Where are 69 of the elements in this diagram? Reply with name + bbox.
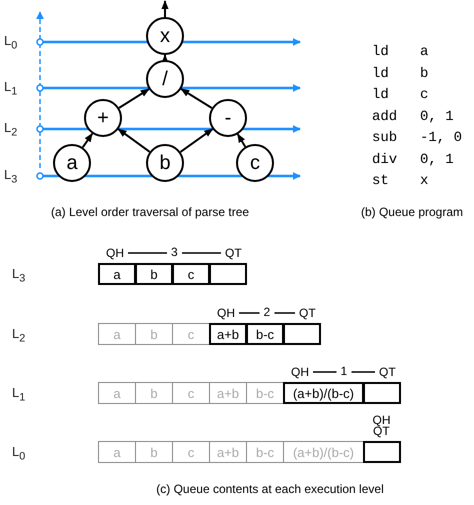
queue-cell: b xyxy=(135,263,173,285)
queue-tail-label: QT xyxy=(379,365,396,379)
arrow xyxy=(180,88,212,109)
program-opcode: st xyxy=(372,173,389,189)
arrow xyxy=(236,134,246,148)
tree-node: x xyxy=(146,17,184,55)
program-operand: b xyxy=(420,66,428,82)
level-label: L$_{2}$ xyxy=(12,326,26,345)
queue-tail-label: QT xyxy=(225,246,242,260)
queue-cell: a xyxy=(98,323,136,345)
queue-cell: b-c xyxy=(246,323,284,345)
arrow xyxy=(161,0,169,17)
queue-cell: a xyxy=(98,382,136,404)
queue-cell: c xyxy=(172,323,210,345)
queue-cell: a+b xyxy=(209,323,247,345)
level-label: L$_{0}$ xyxy=(4,33,18,52)
queue-head-label: QH xyxy=(372,413,390,427)
program-opcode: ld xyxy=(372,44,389,60)
program-opcode: ld xyxy=(372,66,389,82)
caption: (b) Queue program xyxy=(360,205,464,219)
level-label: L$_{2}$ xyxy=(4,120,18,139)
program-operand: x xyxy=(420,173,428,189)
tree-node: + xyxy=(84,99,122,137)
arrow xyxy=(118,128,150,153)
queue-cell: b-c xyxy=(246,441,284,463)
level-number: 1 xyxy=(340,364,348,378)
queue-cell: (a+b)/(b-c) xyxy=(283,441,364,463)
program-operand: c xyxy=(420,87,428,103)
queue-cell: a xyxy=(98,441,136,463)
program-opcode: sub xyxy=(372,130,398,146)
level-number: 3 xyxy=(171,245,178,259)
queue-cell: a xyxy=(98,263,136,285)
program-operand: -1, 0 xyxy=(420,130,462,146)
tree-node: a xyxy=(53,144,91,182)
queue-cell: a+b xyxy=(209,382,247,404)
queue-cell: c xyxy=(172,441,210,463)
queue-head-label: QH xyxy=(217,306,235,320)
arrow xyxy=(180,128,214,153)
caption: (a) Level order traversal of parse tree xyxy=(50,205,250,219)
tree-node: / xyxy=(146,60,184,98)
level-label: L$_{3}$ xyxy=(4,167,18,186)
program-operand: 0, 1 xyxy=(420,108,454,124)
level-label: L$_{3}$ xyxy=(12,266,26,285)
queue-head-label: QH xyxy=(106,246,124,260)
queue-cell: a+b xyxy=(209,441,247,463)
program-operand: 0, 1 xyxy=(420,152,454,168)
queue-cell: b xyxy=(135,382,173,404)
tree-node: c xyxy=(236,144,274,182)
queue-cell: b xyxy=(135,441,173,463)
queue-cell: c xyxy=(172,382,210,404)
program-opcode: div xyxy=(372,152,398,168)
level-label: L$_{1}$ xyxy=(4,79,18,98)
arrow xyxy=(82,132,94,148)
queue-cell: b-c xyxy=(246,382,284,404)
queue-tail-label: QT xyxy=(299,306,316,320)
queue-head-label: QH xyxy=(291,365,309,379)
tree-node: - xyxy=(209,99,247,137)
queue-cell: c xyxy=(172,263,210,285)
level-label: L$_{1}$ xyxy=(12,385,26,404)
level-label: L$_{0}$ xyxy=(12,444,26,463)
program-opcode: ld xyxy=(372,87,389,103)
program-opcode: add xyxy=(372,108,398,124)
level-number: 2 xyxy=(264,305,270,319)
program-operand: a xyxy=(420,44,428,60)
queue-cell: b xyxy=(135,323,173,345)
arrow xyxy=(118,88,150,109)
caption: (c) Queue contents at each execution level xyxy=(156,482,384,496)
tree-node: b xyxy=(146,144,184,182)
queue-cell: (a+b)/(b-c) xyxy=(283,382,364,404)
